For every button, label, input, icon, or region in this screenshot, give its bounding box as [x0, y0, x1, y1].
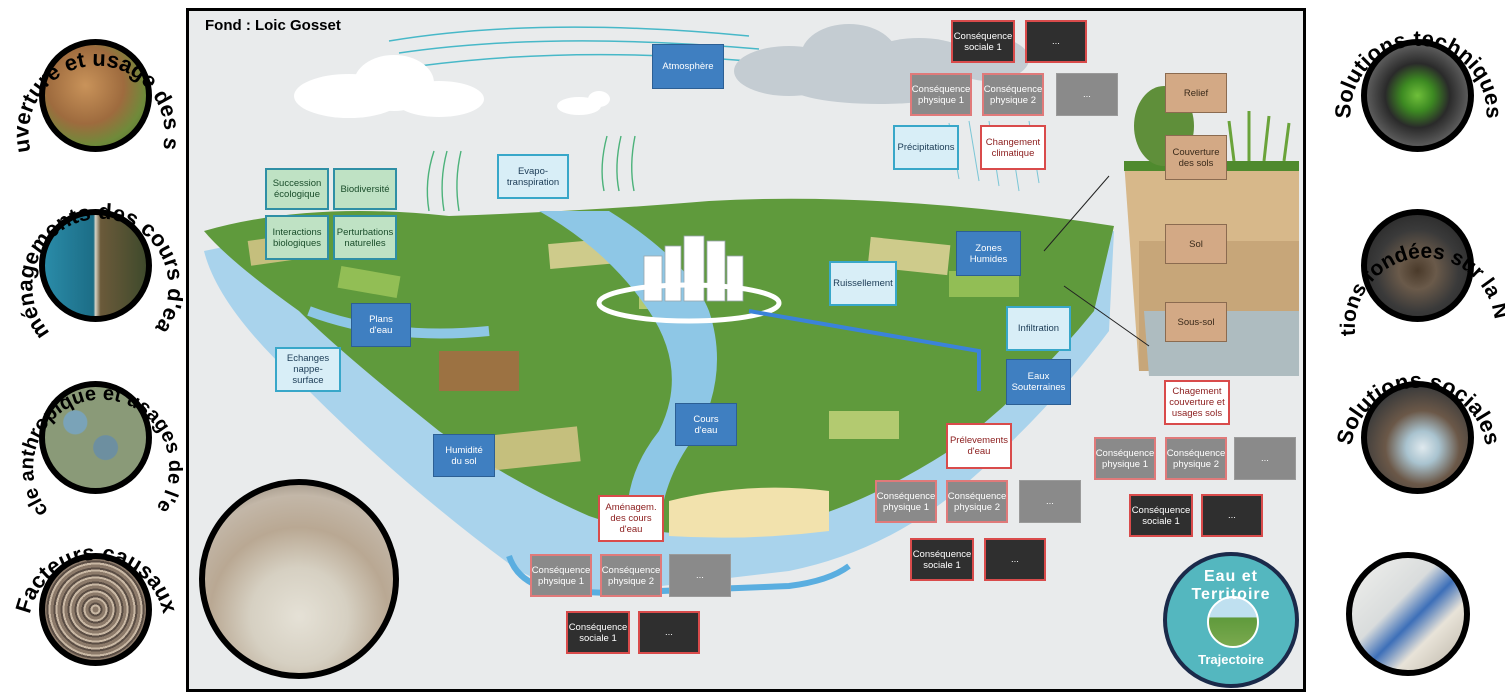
- csq-dots-bottom-social: ...: [638, 611, 700, 654]
- circle-title: Solutions fondées sur la Nature: [1330, 178, 1505, 337]
- city: [596, 235, 782, 324]
- label-atmosphere: Atmosphère: [652, 44, 724, 89]
- csq-dots-center-physical: ...: [1019, 480, 1081, 523]
- circle-title-arc: Solutions techniques: [1330, 26, 1505, 119]
- lightbulb-leaf-photo: [1361, 39, 1474, 152]
- circle-solutions-nature: Solutions fondées sur la Nature: [1330, 178, 1505, 353]
- svg-text:Solutions sociales: Solutions sociales: [1331, 368, 1505, 447]
- label-changement-climatique: Changement climatique: [980, 125, 1046, 170]
- csq-sociale-1-right: Conséquence sociale 1: [1129, 494, 1193, 537]
- eau-territoire-logo: Eau et Territoire Trajectoire: [1163, 552, 1299, 688]
- label-succession-ecologique: Succession écologique: [265, 168, 329, 210]
- circle-solutions-sociales: Solutions sociales: [1330, 350, 1505, 525]
- circle-title-arc: Couverture et usage des sols: [8, 8, 183, 155]
- csq-dots-right-physical: ...: [1234, 437, 1296, 480]
- csq-physique-1-center: Conséquence physique 1: [875, 480, 937, 523]
- csq-physique-2-top: Conséquence physique 2: [982, 73, 1044, 116]
- svg-text:Solutions techniques: Solutions techniques: [1330, 26, 1505, 119]
- circle-facteurs-causaux: Facteurs causaux: [8, 522, 183, 697]
- farmland-aerial-photo: [39, 39, 152, 152]
- csq-sociale-1-bottom: Conséquence sociale 1: [566, 611, 630, 654]
- circle-solutions-techniques: Solutions techniques: [1330, 8, 1505, 183]
- label-relief: Relief: [1165, 73, 1227, 113]
- water-tap-photo: [1361, 381, 1474, 494]
- label-plans-eau: Plans d'eau: [351, 303, 411, 347]
- csq-physique-1-top: Conséquence physique 1: [910, 73, 972, 116]
- label-ruissellement: Ruissellement: [829, 261, 897, 306]
- label-eaux-souterraines: Eaux Souterraines: [1006, 359, 1071, 405]
- water-treatment-plant-photo: [39, 381, 152, 494]
- csq-physique-2-center: Conséquence physique 2: [946, 480, 1008, 523]
- circle-couverture-usage-sols: Couverture et usage des sols: [8, 8, 183, 183]
- label-humidite-sol: Humidité du sol: [433, 434, 495, 477]
- csq-dots-top-physical: ...: [1056, 73, 1118, 116]
- logo-landscape: [1207, 596, 1259, 648]
- cloud-left: [294, 55, 610, 118]
- svg-text:Cycle anthropique et usages de: Cycle anthropique et usages de l'eau: [8, 350, 183, 521]
- label-sol: Sol: [1165, 224, 1227, 264]
- label-amenagement-cours-eau: Aménagem. des cours d'eau: [598, 495, 664, 542]
- label-prelevements-eau: Prélevements d'eau: [946, 423, 1012, 469]
- csq-dots-bottom-physical: ...: [669, 554, 731, 597]
- circle-title: Aménagements des cours d'eau: [8, 178, 183, 344]
- svg-text:Couverture et usage des sols: Couverture et usage des sols: [8, 8, 183, 155]
- label-cours-eau: Cours d'eau: [675, 403, 737, 446]
- csq-physique-1-bottom: Conséquence physique 1: [530, 554, 592, 597]
- circle-title-arc: Cycle anthropique et usages de l'eau: [8, 350, 183, 521]
- label-infiltration: Infiltration: [1006, 306, 1071, 351]
- csq-dots-top-social: ...: [1025, 20, 1087, 63]
- csq-dots-center-social: ...: [984, 538, 1046, 581]
- seedling-hands-photo: [1361, 209, 1474, 322]
- circle-title: Cycle anthropique et usages de l'eau: [8, 350, 183, 521]
- svg-text:Solutions fondées sur la Natur: Solutions fondées sur la Nature: [1330, 178, 1505, 337]
- label-perturbations-naturelles: Perturbations naturelles: [333, 215, 397, 260]
- label-echanges-nappe-surface: Echanges nappe-surface: [275, 347, 341, 392]
- circle-title: Solutions sociales: [1331, 368, 1505, 447]
- csq-sociale-1-center: Conséquence sociale 1: [910, 538, 974, 581]
- label-couverture-sols: Couverture des sols: [1165, 135, 1227, 180]
- label-evapotranspiration: Evapo- transpiration: [497, 154, 569, 199]
- crowd-photo: [39, 553, 152, 666]
- evaporation-arrows: [426, 135, 636, 212]
- circle-title-arc: Facteurs causaux: [10, 540, 182, 617]
- logo-title: Eau et Territoire: [1191, 568, 1271, 603]
- circle-title: Solutions techniques: [1330, 26, 1505, 119]
- dam-aerial-photo: [39, 209, 152, 322]
- svg-text:Facteurs causaux: Facteurs causaux: [10, 540, 182, 617]
- label-zones-humides: Zones Humides: [956, 231, 1021, 276]
- workshop-participants-photo: [199, 479, 399, 679]
- label-interactions-biologiques: Interactions biologiques: [265, 215, 329, 260]
- circle-workshop-photo: [1330, 522, 1505, 697]
- label-precipitations: Précipitations: [893, 125, 959, 170]
- csq-dots-right-social: ...: [1201, 494, 1263, 537]
- csq-sociale-1-top: Conséquence sociale 1: [951, 20, 1015, 63]
- circle-title-arc: Solutions sociales: [1331, 368, 1505, 447]
- logo-subtitle: Trajectoire: [1198, 652, 1264, 667]
- circle-cycle-anthropique: Cycle anthropique et usages de l'eau: [8, 350, 183, 525]
- csq-physique-2-right: Conséquence physique 2: [1165, 437, 1227, 480]
- csq-physique-1-right: Conséquence physique 1: [1094, 437, 1156, 480]
- circle-title-arc: Aménagements des cours d'eau: [8, 178, 183, 344]
- label-biodiversite: Biodiversité: [333, 168, 397, 210]
- central-diagram-panel: Fond : Loic Gosset: [186, 8, 1306, 692]
- svg-text:Aménagements des cours d'eau: Aménagements des cours d'eau: [8, 178, 183, 344]
- circle-amenagements-cours-eau: Aménagements des cours d'eau: [8, 178, 183, 353]
- circle-title: Couverture et usage des sols: [8, 8, 183, 155]
- label-sous-sol: Sous-sol: [1165, 302, 1227, 342]
- csq-physique-2-bottom: Conséquence physique 2: [600, 554, 662, 597]
- circle-title: Facteurs causaux: [10, 540, 182, 617]
- background-credit: Fond : Loic Gosset: [205, 17, 341, 34]
- circle-title-arc: Solutions fondées sur la Nature: [1330, 178, 1505, 337]
- workshop-map-photo: [1346, 552, 1470, 676]
- label-chagement-couverture: Chagement couverture et usages sols: [1164, 380, 1230, 425]
